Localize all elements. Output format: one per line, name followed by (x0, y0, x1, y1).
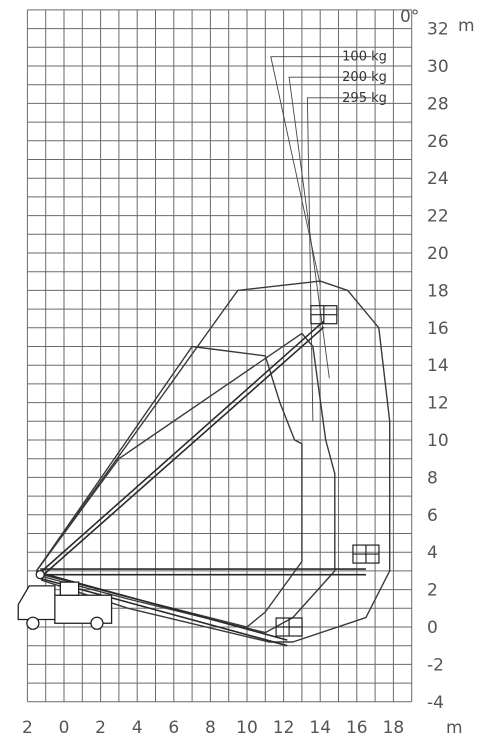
platform-baskets (275, 305, 380, 637)
y-tick-label: 10 (427, 431, 449, 451)
load-label: 295 kg (342, 91, 387, 106)
truck-wheel-rear (90, 616, 104, 630)
basket-right (352, 544, 380, 564)
x-axis-unit: m (446, 718, 463, 738)
y-tick-label: 26 (427, 132, 449, 152)
envelope-1 (35, 280, 391, 643)
load-label: 100 kg (342, 50, 387, 65)
boom-lower-line (39, 326, 325, 579)
boom-arm (39, 320, 366, 647)
y-tick-label: 18 (427, 281, 449, 301)
y-tick-label: 16 (427, 319, 449, 339)
x-tick-label: 8 (205, 718, 216, 738)
y-tick-label: 28 (427, 94, 449, 114)
working-envelopes (35, 280, 391, 643)
leader-1 (270, 56, 372, 285)
x-tick-label: 14 (309, 718, 331, 738)
x-tick-label: 10 (236, 718, 258, 738)
envelope-2 (35, 332, 336, 634)
basket-top (310, 305, 338, 325)
y-tick-label: 6 (427, 506, 438, 526)
pivot-joint (35, 569, 45, 580)
turret (59, 581, 80, 596)
x-tick-label: 16 (346, 718, 368, 738)
y-tick-label: 30 (427, 57, 449, 77)
boom-upper-line (39, 320, 325, 574)
boom-low-upper (39, 571, 288, 641)
y-tick-label: -4 (427, 693, 444, 713)
x-tick-label: 12 (273, 718, 295, 738)
y-tick-label: 4 (427, 543, 438, 563)
truck-chassis (54, 594, 113, 624)
y-tick-label: 12 (427, 394, 449, 414)
boom-low-lower (39, 577, 288, 647)
x-tick-label: 6 (168, 718, 179, 738)
x-axis-ticks: 2 0 2 4 6 8 10 12 14 16 18 (22, 718, 404, 738)
y-tick-label: 22 (427, 207, 449, 227)
x-tick-label: 18 (383, 718, 405, 738)
truck-wheel-front (26, 616, 40, 630)
y-tick-label: 32 (427, 20, 449, 40)
y-tick-label: 8 (427, 468, 438, 488)
load-label: 200 kg (342, 70, 387, 85)
y-tick-label: -2 (427, 655, 444, 675)
basket-low (275, 617, 303, 637)
y-tick-label: 2 (427, 581, 438, 601)
y-axis-unit: m (458, 16, 475, 36)
y-tick-label: 24 (427, 169, 449, 189)
y-tick-label: 20 (427, 244, 449, 264)
truck-cab (17, 585, 56, 621)
x-tick-label: 2 (95, 718, 106, 738)
y-tick-label: 14 (427, 356, 449, 376)
truck-base (17, 569, 113, 630)
x-tick-label: 4 (132, 718, 143, 738)
load-labels: 100 kg 200 kg 295 kg (342, 50, 387, 106)
angle-label: 0° (400, 7, 419, 27)
y-tick-label: 0 (427, 618, 438, 638)
x-tick-label: 0 (59, 718, 70, 738)
x-tick-label: 2 (22, 718, 33, 738)
leader-2 (288, 76, 372, 379)
